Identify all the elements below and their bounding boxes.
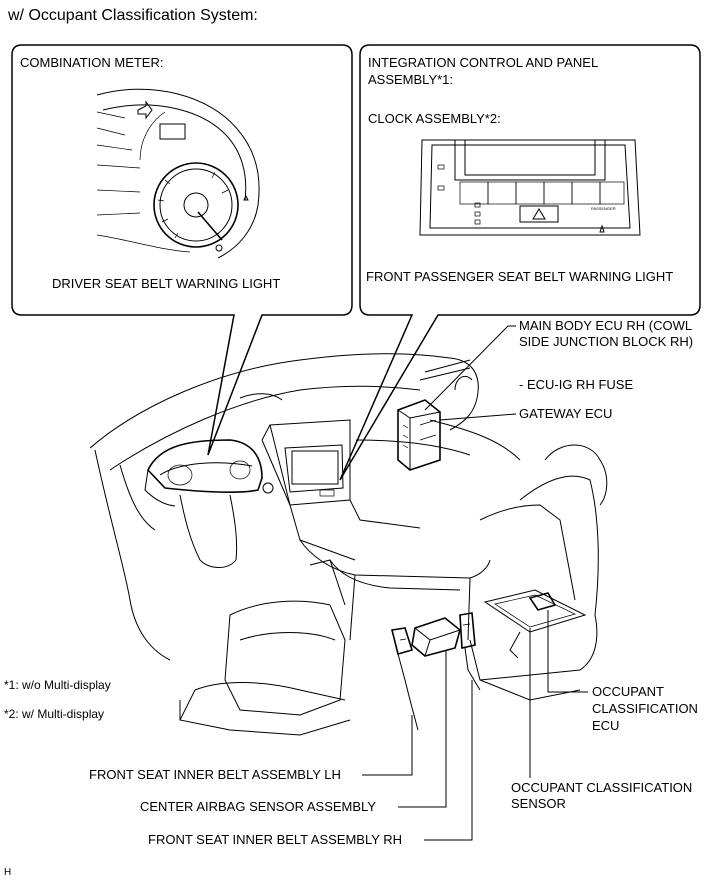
leader-main-body-ecu <box>424 325 516 411</box>
inset-left-frame <box>11 44 353 456</box>
occupant-classification-ecu-label-line3: ECU <box>592 718 620 733</box>
gateway-ecu-label: GATEWAY ECU <box>519 406 613 421</box>
combination-meter-illustration <box>96 88 260 259</box>
combination-meter-heading: COMBINATION METER: <box>20 55 164 70</box>
occupant-classification-ecu-label-line1: OCCUPANT <box>592 684 664 699</box>
occupant-classification-ecu-label-line2: CLASSIFICATION <box>592 701 698 716</box>
footnote-1: *1: w/o Multi-display <box>4 678 111 692</box>
main-body-ecu-label-line1: MAIN BODY ECU RH (COWL <box>519 318 693 333</box>
footnote-2: *2: w/ Multi-display <box>4 707 105 721</box>
occupant-classification-sensor-label-line1: OCCUPANT CLASSIFICATION <box>511 780 693 795</box>
main-body-ecu-label-line2: SIDE JUNCTION BLOCK RH) <box>519 334 694 349</box>
clock-assembly-heading: CLOCK ASSEMBLY*2: <box>368 111 501 126</box>
center-airbag-sensor-label: CENTER AIRBAG SENSOR ASSEMBLY <box>140 799 376 814</box>
ecu-ig-rh-fuse-label: - ECU-IG RH FUSE <box>519 377 634 392</box>
leader-belt-rh <box>424 680 473 841</box>
occupant-classification-sensor-label-line2: SENSOR <box>511 796 566 811</box>
page-title: w/ Occupant Classification System: <box>8 7 258 24</box>
leader-belt-lh <box>362 715 413 776</box>
inset-right-frame <box>339 44 701 481</box>
integration-panel-heading-line1: INTEGRATION CONTROL AND PANEL <box>368 55 599 70</box>
front-passenger-seat-belt-warning-light-label: FRONT PASSENGER SEAT BELT WARNING LIGHT <box>366 269 674 284</box>
leader-occupant-ecu <box>547 610 588 693</box>
leader-airbag-sensor <box>398 650 447 808</box>
leader-lines <box>362 325 588 841</box>
corner-code: H <box>4 867 12 878</box>
integration-panel-illustration <box>419 139 641 236</box>
front-seat-inner-belt-rh-label: FRONT SEAT INNER BELT ASSEMBLY RH <box>148 832 403 847</box>
driver-seat-belt-warning-light-label: DRIVER SEAT BELT WARNING LIGHT <box>52 276 281 291</box>
vehicle-interior-illustration <box>89 353 608 736</box>
integration-panel-heading-line2: ASSEMBLY*1: <box>368 72 454 87</box>
leader-gateway-ecu <box>439 413 517 421</box>
front-seat-inner-belt-lh-label: FRONT SEAT INNER BELT ASSEMBLY LH <box>89 767 341 782</box>
panel-passenger-text: PASSENGER <box>591 206 616 211</box>
